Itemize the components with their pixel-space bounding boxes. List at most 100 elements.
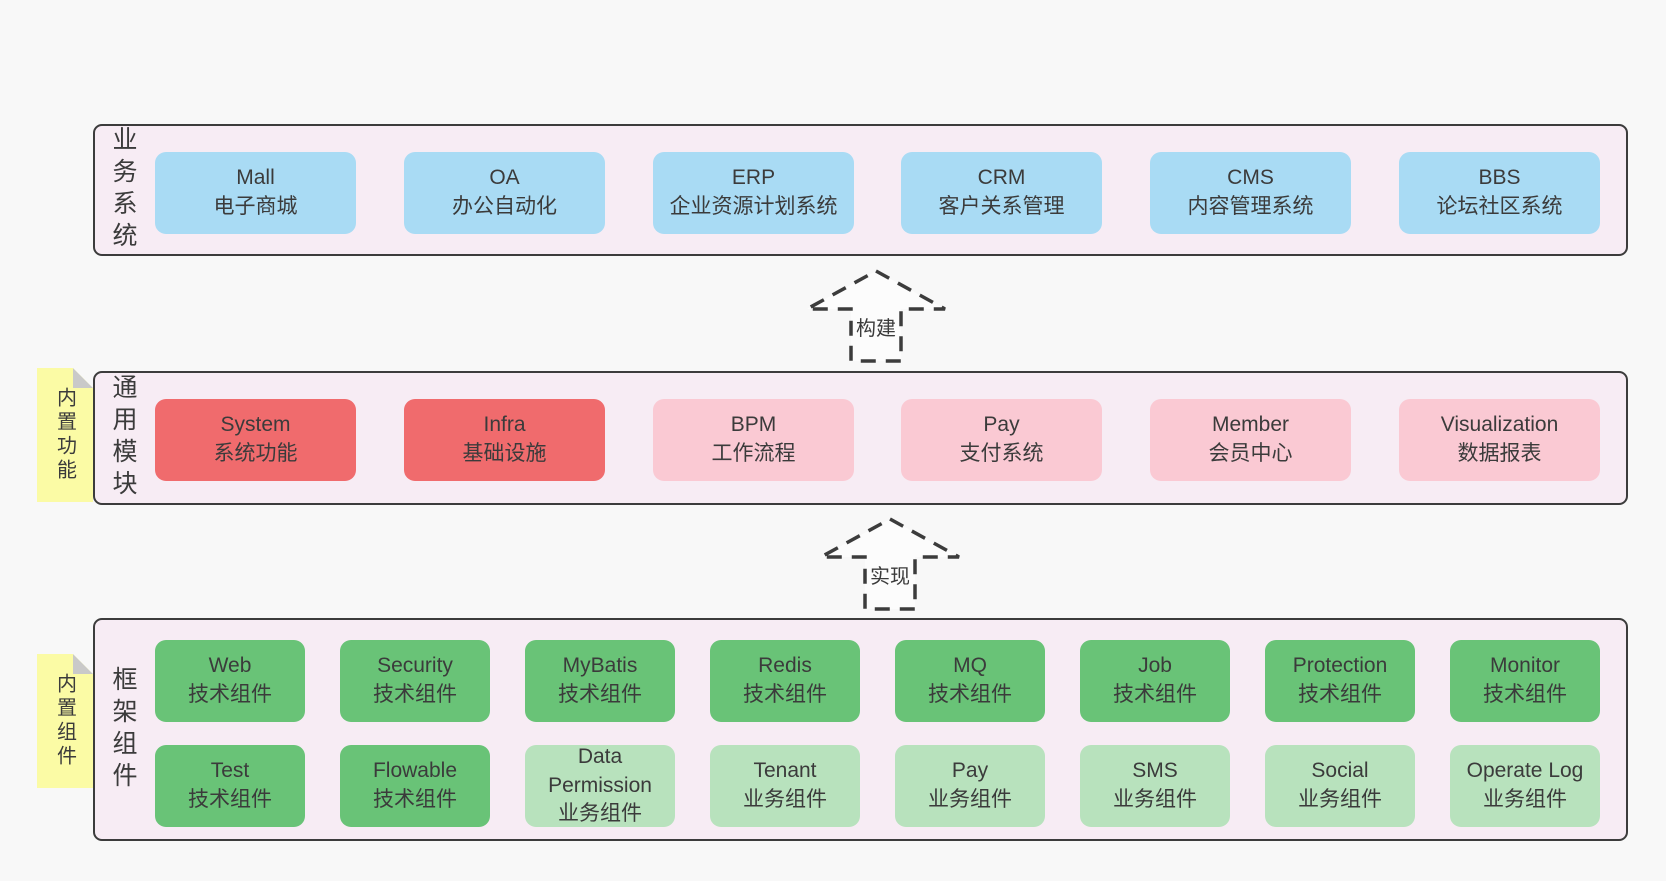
box-title: BBS — [1478, 166, 1521, 190]
box-tenant: Tenant 业务组件 — [710, 745, 860, 827]
box-protection: Protection 技术组件 — [1265, 640, 1415, 722]
box-subtitle: 业务组件 — [1298, 788, 1382, 811]
box-subtitle: 业务组件 — [928, 788, 1012, 811]
box-subtitle: 企业资源计划系统 — [669, 195, 838, 218]
box-title: CRM — [977, 166, 1026, 190]
box-cms: CMS 内容管理系统 — [1150, 152, 1351, 234]
box-flowable: Flowable 技术组件 — [340, 745, 490, 827]
box-bbs: BBS 论坛社区系统 — [1399, 152, 1600, 234]
box-subtitle: 技术组件 — [558, 683, 642, 706]
box-title: Web — [208, 654, 252, 678]
box-subtitle: 业务组件 — [1483, 788, 1567, 811]
arrow-build: 构建 — [803, 268, 949, 364]
box-title: Mall — [236, 166, 275, 190]
box-subtitle: 技术组件 — [188, 788, 272, 811]
box-title: Infra — [483, 413, 526, 437]
box-visualization: Visualization 数据报表 — [1399, 399, 1600, 481]
box-mybatis: MyBatis 技术组件 — [525, 640, 675, 722]
box-pay-component: Pay 业务组件 — [895, 745, 1045, 827]
box-subtitle: 技术组件 — [373, 788, 457, 811]
box-title: Job — [1138, 654, 1172, 678]
box-subtitle: 技术组件 — [743, 683, 827, 706]
sticky-note-builtin-components: 内置组件 — [37, 654, 93, 788]
layer-common-modules: 通用模块 System 系统功能 Infra 基础设施 BPM 工作流程 Pay… — [93, 371, 1628, 505]
box-title: CMS — [1227, 166, 1274, 190]
box-sms: SMS 业务组件 — [1080, 745, 1230, 827]
box-title: Operate Log — [1466, 759, 1584, 783]
box-mall: Mall 电子商城 — [155, 152, 356, 234]
box-title: Monitor — [1489, 654, 1561, 678]
box-crm: CRM 客户关系管理 — [901, 152, 1102, 234]
box-title: Security — [377, 654, 453, 678]
box-title: Data Permission — [548, 744, 652, 797]
box-title: SMS — [1132, 759, 1178, 783]
box-subtitle: 内容管理系统 — [1187, 195, 1314, 218]
layer-label-business-systems: 业务系统 — [109, 126, 137, 254]
arrow-implement: 实现 — [817, 516, 963, 612]
box-title: MQ — [953, 654, 987, 678]
box-title: Redis — [758, 654, 812, 678]
sticky-note-builtin-features: 内置功能 — [37, 368, 93, 502]
up-arrow-icon — [806, 269, 946, 363]
box-title: ERP — [731, 166, 776, 190]
box-subtitle: 业务组件 — [558, 802, 642, 826]
box-erp: ERP 企业资源计划系统 — [653, 152, 854, 234]
box-job: Job 技术组件 — [1080, 640, 1230, 722]
box-member: Member 会员中心 — [1150, 399, 1351, 481]
box-subtitle: 论坛社区系统 — [1436, 195, 1563, 218]
box-title: BPM — [730, 413, 777, 437]
layer-label-common-modules: 通用模块 — [109, 374, 137, 502]
box-mq: MQ 技术组件 — [895, 640, 1045, 722]
box-subtitle: 办公自动化 — [452, 195, 557, 218]
box-title: Member — [1211, 413, 1290, 437]
box-redis: Redis 技术组件 — [710, 640, 860, 722]
box-subtitle: 系统功能 — [213, 442, 298, 465]
box-pay: Pay 支付系统 — [901, 399, 1102, 481]
box-title: Flowable — [372, 759, 458, 783]
box-title: Visualization — [1440, 413, 1559, 437]
box-infra: Infra 基础设施 — [404, 399, 605, 481]
box-title: Social — [1311, 759, 1369, 783]
box-subtitle: 业务组件 — [1113, 788, 1197, 811]
box-operate-log: Operate Log 业务组件 — [1450, 745, 1600, 827]
box-security: Security 技术组件 — [340, 640, 490, 722]
box-title: System — [220, 413, 291, 437]
box-subtitle: 支付系统 — [959, 442, 1044, 465]
box-title: Pay — [951, 759, 989, 783]
arrow-label: 构建 — [803, 312, 949, 341]
box-data-permission: Data Permission 业务组件 — [525, 745, 675, 827]
box-title: Protection — [1292, 654, 1388, 678]
box-subtitle: 基础设施 — [462, 442, 547, 465]
layer-label-framework-components: 框架组件 — [109, 665, 137, 794]
layer-business-systems: 业务系统 Mall 电子商城 OA 办公自动化 ERP 企业资源计划系统 CRM… — [93, 124, 1628, 256]
up-arrow-icon — [820, 517, 960, 611]
box-subtitle: 技术组件 — [188, 683, 272, 706]
box-subtitle: 技术组件 — [1113, 683, 1197, 706]
box-subtitle: 工作流程 — [711, 442, 796, 465]
note-fold-corner-icon — [73, 654, 93, 674]
arrow-label: 实现 — [817, 560, 963, 589]
layer-framework-components: 框架组件 Web 技术组件 Security 技术组件 MyBatis 技术组件… — [93, 618, 1628, 841]
sticky-note-text: 内置组件 — [53, 673, 76, 769]
note-fold-corner-icon — [73, 368, 93, 388]
box-subtitle: 业务组件 — [743, 788, 827, 811]
box-oa: OA 办公自动化 — [404, 152, 605, 234]
box-subtitle: 技术组件 — [1483, 683, 1567, 706]
box-subtitle: 客户关系管理 — [938, 195, 1065, 218]
box-title: Test — [210, 759, 250, 783]
box-system: System 系统功能 — [155, 399, 356, 481]
sticky-note-text: 内置功能 — [53, 387, 76, 483]
box-bpm: BPM 工作流程 — [653, 399, 854, 481]
box-subtitle: 技术组件 — [373, 683, 457, 706]
box-subtitle: 技术组件 — [928, 683, 1012, 706]
box-social: Social 业务组件 — [1265, 745, 1415, 827]
box-monitor: Monitor 技术组件 — [1450, 640, 1600, 722]
box-title: MyBatis — [562, 654, 638, 678]
box-subtitle: 数据报表 — [1457, 442, 1542, 465]
box-test: Test 技术组件 — [155, 745, 305, 827]
box-title: Pay — [983, 413, 1020, 437]
box-title: OA — [489, 166, 520, 190]
box-subtitle: 电子商城 — [213, 195, 298, 218]
box-web: Web 技术组件 — [155, 640, 305, 722]
